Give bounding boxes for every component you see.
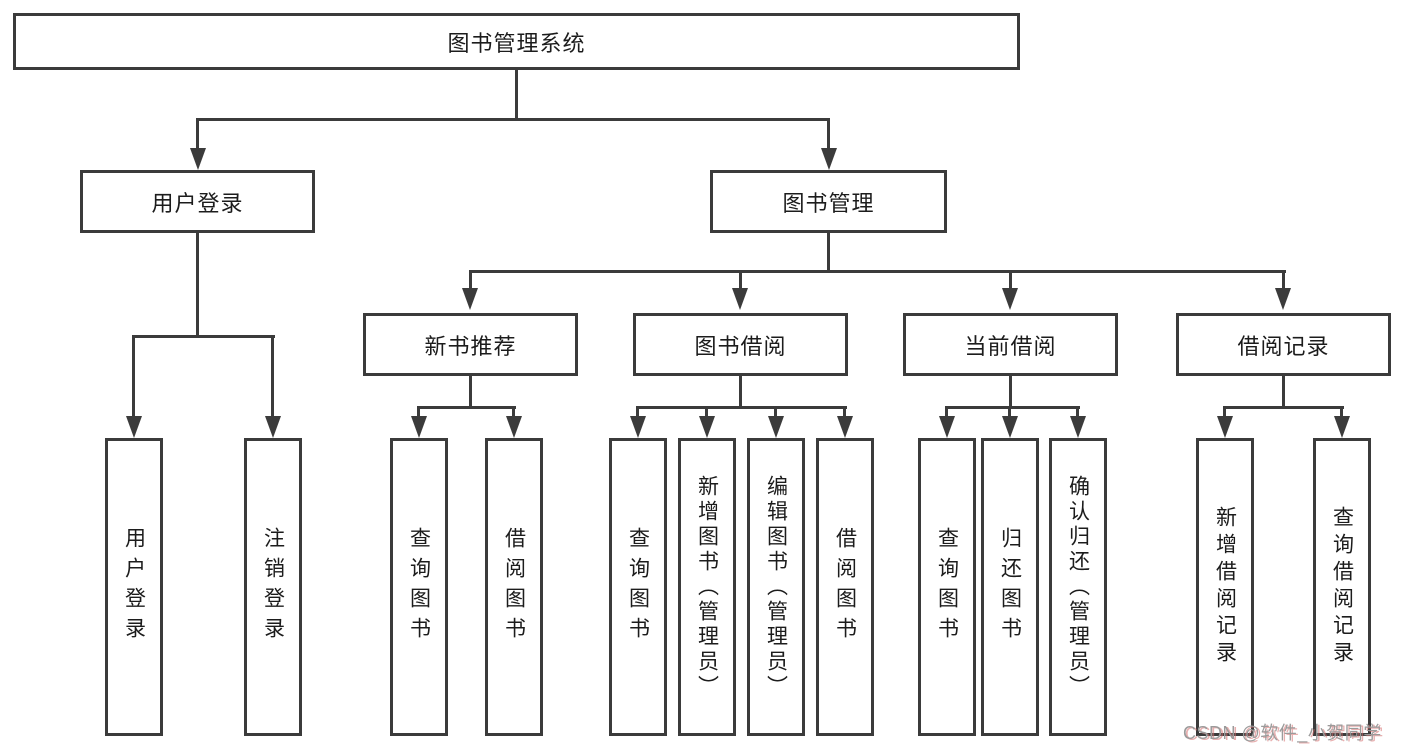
connector-book-mgmt-bar xyxy=(469,270,1286,273)
connector-to-leaf-user-login xyxy=(132,335,135,418)
connector-leaf-stub xyxy=(945,406,948,418)
arrowhead xyxy=(411,416,427,438)
node-user-login: 用户登录 xyxy=(80,170,315,233)
node-book-borrow: 图书借阅 xyxy=(633,313,848,376)
leaf-nb-query-book: 查询图书 xyxy=(390,438,448,736)
leaf-br-query-record: 查询借阅记录 xyxy=(1313,438,1371,736)
node-current-borrow: 当前借阅 xyxy=(903,313,1118,376)
connector-to-user-login xyxy=(196,118,199,150)
leaf-nb-query-book-label: 查询图书 xyxy=(407,527,431,647)
connector-current-borrow-stem xyxy=(1009,374,1012,409)
node-current-borrow-label: 当前借阅 xyxy=(964,333,1057,359)
arrowhead xyxy=(190,148,206,170)
arrowhead xyxy=(265,416,281,438)
arrowhead xyxy=(939,416,955,438)
connector-borrow-record-stem xyxy=(1282,374,1285,409)
connector-to-leaf-logout xyxy=(271,335,274,418)
leaf-bb-borrow-book-label: 借阅图书 xyxy=(833,527,857,647)
leaf-br-add-record: 新增借阅记录 xyxy=(1196,438,1254,736)
node-book-management-label: 图书管理 xyxy=(782,190,875,216)
node-new-book-recommend: 新书推荐 xyxy=(363,313,578,376)
arrowhead xyxy=(1217,416,1233,438)
arrowhead xyxy=(1002,416,1018,438)
connector-to-borrow-record xyxy=(1282,270,1285,290)
connector-leaf-stub xyxy=(705,406,708,418)
leaf-cb-query-book: 查询图书 xyxy=(918,438,976,736)
connector-root-stem xyxy=(515,68,518,121)
arrowhead xyxy=(732,288,748,310)
leaf-cb-return-book: 归还图书 xyxy=(981,438,1039,736)
leaf-bb-add-book-admin-label: 新增图书（管理员） xyxy=(695,474,719,700)
node-root-label: 图书管理系统 xyxy=(447,30,586,56)
connector-to-new-book xyxy=(469,270,472,290)
node-book-borrow-label: 图书借阅 xyxy=(694,333,787,359)
leaf-logout: 注销登录 xyxy=(244,438,302,736)
connector-to-book-borrow xyxy=(739,270,742,290)
connector-leaf-stub xyxy=(417,406,420,418)
csdn-watermark: CSDN @软件_小贺同学 xyxy=(1183,723,1382,743)
connector-leaf-stub xyxy=(1340,406,1343,418)
leaf-cb-confirm-return-admin-label: 确认归还（管理员） xyxy=(1066,474,1090,700)
connector-root-bar xyxy=(196,118,830,121)
leaf-bb-edit-book-admin-label: 编辑图书（管理员） xyxy=(764,474,788,700)
arrowhead xyxy=(1002,288,1018,310)
connector-new-book-stem xyxy=(469,374,472,409)
arrowhead xyxy=(126,416,142,438)
leaf-cb-confirm-return-admin: 确认归还（管理员） xyxy=(1049,438,1107,736)
connector-leaf-stub xyxy=(843,406,846,418)
connector-leaf-stub xyxy=(1008,406,1011,418)
connector-leaf-stub xyxy=(636,406,639,418)
arrowhead xyxy=(630,416,646,438)
leaf-logout-label: 注销登录 xyxy=(261,527,285,647)
arrowhead xyxy=(462,288,478,310)
connector-user-login-stem xyxy=(196,231,199,337)
node-borrow-record: 借阅记录 xyxy=(1176,313,1391,376)
connector-to-book-management xyxy=(827,118,830,150)
connector-leaf-stub xyxy=(512,406,515,418)
leaf-cb-return-book-label: 归还图书 xyxy=(998,527,1022,647)
arrowhead xyxy=(1334,416,1350,438)
leaf-bb-query-book-label: 查询图书 xyxy=(626,527,650,647)
leaf-nb-borrow-book: 借阅图书 xyxy=(485,438,543,736)
connector-leaf-stub xyxy=(774,406,777,418)
leaf-cb-query-book-label: 查询图书 xyxy=(935,527,959,647)
leaf-br-query-record-label: 查询借阅记录 xyxy=(1330,506,1354,668)
arrowhead xyxy=(1275,288,1291,310)
node-new-book-recommend-label: 新书推荐 xyxy=(424,333,517,359)
connector-borrow-record-bar xyxy=(1223,406,1344,409)
connector-new-book-bar xyxy=(417,406,516,409)
connector-book-borrow-bar xyxy=(636,406,847,409)
leaf-bb-borrow-book: 借阅图书 xyxy=(816,438,874,736)
node-book-management: 图书管理 xyxy=(710,170,947,233)
arrowhead xyxy=(699,416,715,438)
node-root-system: 图书管理系统 xyxy=(13,13,1020,70)
leaf-bb-query-book: 查询图书 xyxy=(609,438,667,736)
node-user-login-label: 用户登录 xyxy=(151,190,244,216)
leaf-bb-add-book-admin: 新增图书（管理员） xyxy=(678,438,736,736)
leaf-nb-borrow-book-label: 借阅图书 xyxy=(502,527,526,647)
node-borrow-record-label: 借阅记录 xyxy=(1237,333,1330,359)
leaf-user-login-label: 用户登录 xyxy=(122,527,146,647)
arrowhead xyxy=(1070,416,1086,438)
connector-book-borrow-stem xyxy=(739,374,742,409)
connector-book-mgmt-stem xyxy=(827,231,830,273)
connector-current-borrow-bar xyxy=(945,406,1080,409)
connector-leaf-stub xyxy=(1076,406,1079,418)
arrowhead xyxy=(506,416,522,438)
leaf-bb-edit-book-admin: 编辑图书（管理员） xyxy=(747,438,805,736)
connector-to-current-borrow xyxy=(1009,270,1012,290)
arrowhead xyxy=(837,416,853,438)
connector-leaf-stub xyxy=(1223,406,1226,418)
connector-user-login-bar xyxy=(132,335,275,338)
arrowhead xyxy=(821,148,837,170)
leaf-user-login: 用户登录 xyxy=(105,438,163,736)
leaf-br-add-record-label: 新增借阅记录 xyxy=(1213,506,1237,668)
arrowhead xyxy=(768,416,784,438)
